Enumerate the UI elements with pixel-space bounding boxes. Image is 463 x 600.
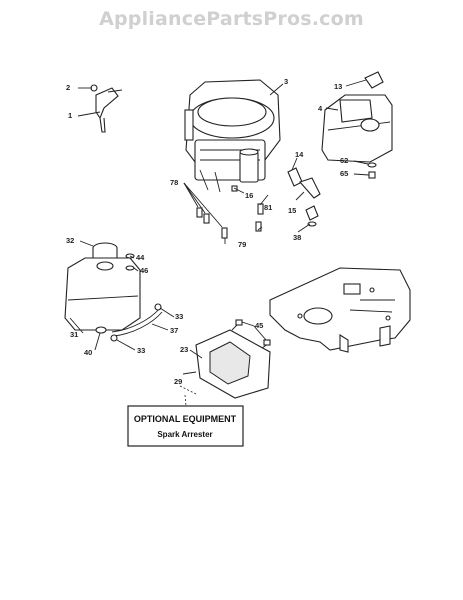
callout-40: 40 [84,348,92,357]
callout-13: 13 [334,82,342,91]
callout-65: 65 [340,169,348,178]
fuel-line-part[interactable] [287,167,321,227]
callout-44: 44 [136,253,145,262]
callout-labels: 2 1 3 13 4 14 62 65 78 16 81 15 79 38 32… [66,77,348,386]
callout-4: 4 [318,104,323,113]
callout-62: 62 [340,156,348,165]
callout-3: 3 [284,77,288,86]
engine-part[interactable] [184,79,281,193]
callout-29: 29 [174,377,182,386]
callout-2: 2 [66,83,70,92]
watermark: AppliancePartsPros.com [99,8,364,30]
callout-33-upper: 33 [175,312,183,321]
muffler-part[interactable] [321,71,393,163]
callout-78: 78 [170,178,178,187]
spark-arrester-part[interactable] [182,319,271,399]
callout-37: 37 [170,326,178,335]
callout-79: 79 [238,240,246,249]
callout-23: 23 [180,345,188,354]
bolt-part[interactable] [367,162,377,179]
callout-32: 32 [66,236,74,245]
optional-equipment-box: OPTIONAL EQUIPMENT Spark Arrester [127,405,244,447]
callout-33-lower: 33 [137,346,145,355]
fuel-tank-part[interactable] [64,253,141,331]
callout-31: 31 [70,330,78,339]
optional-equipment-subtitle: Spark Arrester [157,430,212,439]
callout-15: 15 [288,206,296,215]
callout-14: 14 [295,150,304,159]
optional-equipment-title: OPTIONAL EQUIPMENT [134,414,237,424]
callout-1: 1 [68,111,72,120]
chassis-plate-part[interactable] [269,267,411,353]
callout-16: 16 [245,191,253,200]
callout-46: 46 [140,266,148,275]
callout-38: 38 [293,233,301,242]
fuel-hose-part[interactable] [95,303,163,342]
leader-lines [69,79,370,407]
throttle-control-part[interactable] [90,84,123,133]
callout-45: 45 [255,321,263,330]
callout-81: 81 [264,203,272,212]
